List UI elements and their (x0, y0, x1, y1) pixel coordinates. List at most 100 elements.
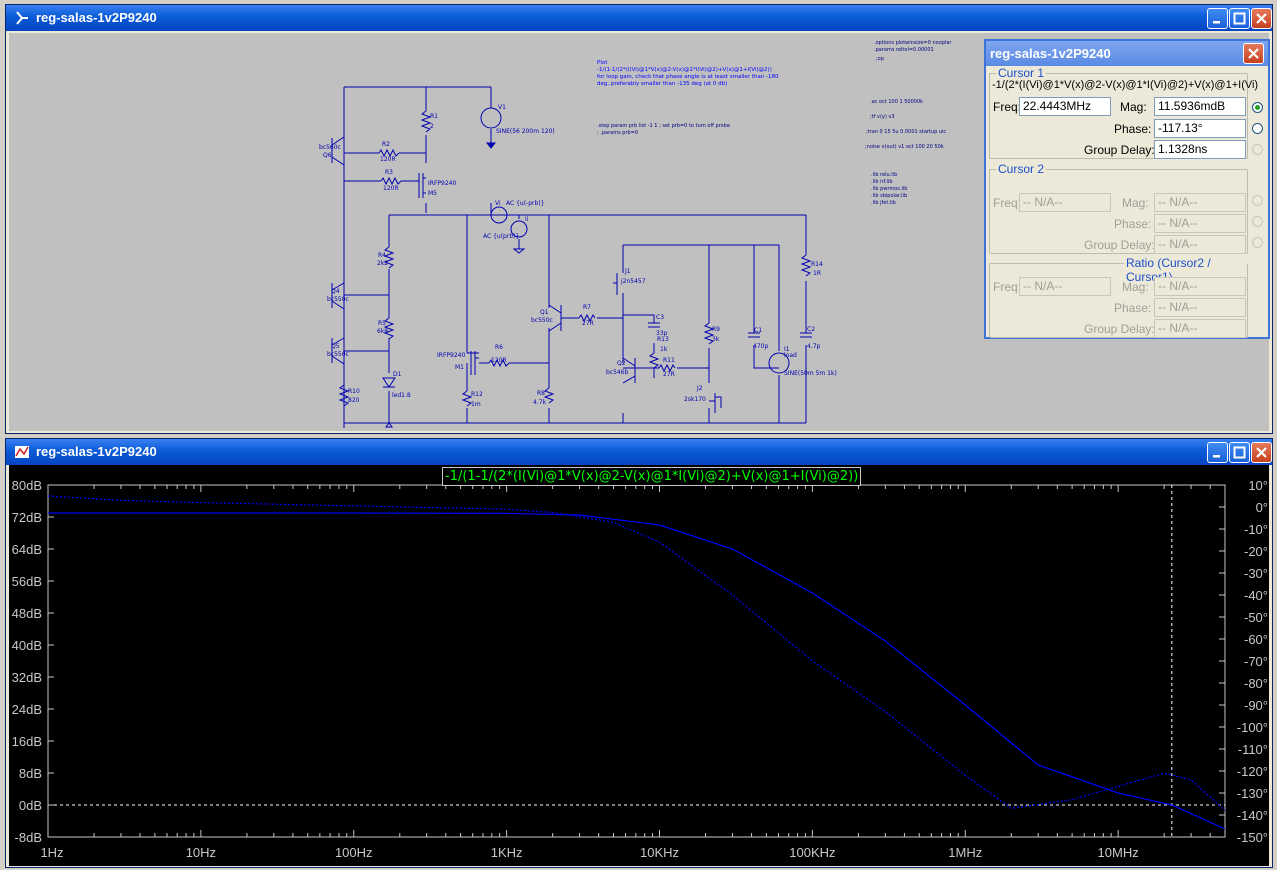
plot-maximize-button[interactable] (1229, 442, 1250, 463)
cursor2-gd-label: Group Delay: (1084, 238, 1155, 252)
R1-name: R1 (430, 113, 438, 120)
sources (480, 107, 790, 374)
plot-titlebar[interactable]: reg-salas-1v2P9240 (6, 439, 1272, 465)
cursor2-mag-field[interactable]: -- N/A-- (1154, 193, 1246, 212)
transistors (331, 136, 722, 413)
Ii-name: Ii (525, 216, 529, 223)
plot-directive: Plot -1/(1-1/(2*(I(Vi)@1*V(x)@2-V(x)@1*I… (597, 60, 779, 87)
C3-value: 33p (656, 330, 668, 337)
schematic-drawing[interactable]: V1 SINE(56 200m 120) R1 2 R2 120R R3 120… (9, 33, 1269, 431)
R8-value: 4.7k (533, 399, 547, 406)
cursor1-mag-radio[interactable] (1252, 102, 1263, 113)
cursor1-gd-field[interactable]: 1.1328ns (1154, 140, 1246, 159)
J2-value: 2sk170 (684, 396, 706, 403)
M1-value: IRFP9240 (437, 352, 465, 359)
directive-plot-heading: Plot (597, 60, 608, 66)
ratio-mag-field[interactable]: -- N/A-- (1154, 277, 1246, 296)
ratio-group: Ratio (Cursor2 / Cursor1) Freq: -- N/A--… (989, 256, 1248, 338)
directive-opt2: .params reltol=0.00001 (874, 47, 934, 53)
Q5-name: Q5 (331, 343, 340, 350)
R12-value: 1m (471, 401, 481, 408)
R3-name: R3 (385, 169, 393, 176)
cursor1-phase-radio[interactable] (1252, 123, 1263, 134)
cursor2-gd-radio[interactable] (1252, 237, 1263, 248)
maximize-icon (1233, 446, 1246, 459)
D1-name: D1 (393, 371, 402, 378)
cursor2-phase-radio[interactable] (1252, 216, 1263, 227)
C2-value: 4.7p (807, 343, 821, 350)
directive-tf: ;tf v(y) v3 (870, 114, 895, 120)
R14-value: 1R (813, 270, 821, 277)
cursor2-freq-field[interactable]: -- N/A-- (1019, 193, 1111, 212)
cursor2-phase-label: Phase: (1114, 217, 1152, 231)
R14-name: R14 (811, 261, 823, 268)
directive-step2: ; .params prb=0 (597, 130, 638, 136)
R4-name: R4 (378, 252, 386, 259)
D1-value: led1.8 (392, 392, 411, 399)
close-button[interactable] (1251, 8, 1272, 29)
cursor1-gd-radio[interactable] (1252, 144, 1263, 155)
V1-value: SINE(56 200m 120) (496, 128, 555, 135)
M1-name: M1 (455, 364, 464, 371)
cursor2-freq-label: Freq: (993, 196, 1022, 210)
I1-name: I1 (784, 346, 790, 353)
cursor2-phase-field[interactable]: -- N/A-- (1154, 214, 1246, 233)
directive-ac: .ac oct 100 1 50000k (870, 99, 923, 105)
ratio-freq-label: Freq: (993, 280, 1022, 294)
M5-name: M5 (428, 190, 437, 197)
cursor1-freq-field[interactable]: 22.4443MHz (1019, 97, 1111, 116)
directive-lib3: .lib pwrmos.lib (871, 186, 907, 192)
ratio-freq-field[interactable]: -- N/A-- (1019, 277, 1111, 296)
Q6-name: Q6 (323, 152, 332, 159)
directive-tran: ;tran 0 15 5u 0.0001 startup uic (866, 129, 946, 135)
resistors (338, 110, 812, 407)
cursor-dialog-close-button[interactable] (1243, 43, 1264, 64)
cursor1-gd-label: Group Delay: (1084, 143, 1155, 157)
Vi-name: Vi (495, 200, 501, 207)
cursor1-phase-field[interactable]: -117.13° (1154, 119, 1246, 138)
R8-name: R8 (537, 390, 545, 397)
schematic-titlebar[interactable]: reg-salas-1v2P9240 (6, 5, 1272, 31)
R11-value: 27R (663, 371, 675, 378)
directive-plot-note1: for loop gain, check that phase angle is… (597, 74, 779, 80)
schematic-wires (343, 86, 807, 428)
R9-value: 3k (712, 336, 720, 343)
R2-name: R2 (382, 141, 390, 148)
ratio-gd-label: Group Delay: (1084, 322, 1155, 336)
ratio-mag-label: Mag: (1122, 280, 1149, 294)
cursor2-mag-radio[interactable] (1252, 195, 1263, 206)
directive-lib1: .lib relu.lib (871, 172, 897, 178)
R9-name: R9 (712, 326, 720, 333)
minimize-button[interactable] (1207, 8, 1228, 29)
Q4-value: bc550c (327, 296, 349, 303)
cursor1-freq-label: Freq: (993, 100, 1022, 114)
directive-lib2: .lib irf.lib (871, 179, 893, 185)
spice-directives: .step param prb list -1 1 ; set prb=0 to… (597, 40, 952, 206)
ratio-phase-field[interactable]: -- N/A-- (1154, 298, 1246, 317)
cursor-dialog-titlebar[interactable]: reg-salas-1v2P9240 (986, 41, 1268, 66)
plot-minimize-button[interactable] (1207, 442, 1228, 463)
V1-name: V1 (498, 104, 506, 111)
close-icon (1248, 48, 1259, 59)
ground-symbols (385, 142, 526, 428)
R5-value: 6k8 (377, 328, 388, 335)
cursor1-group: Cursor 1 -1/(2*(I(Vi)@1*V(x)@2-V(x)@1*I(… (989, 66, 1258, 159)
ratio-gd-field[interactable]: -- N/A-- (1154, 319, 1246, 338)
schematic-window-title: reg-salas-1v2P9240 (36, 10, 157, 25)
cursor2-gd-field[interactable]: -- N/A-- (1154, 235, 1246, 254)
led-diode (382, 377, 396, 388)
maximize-button[interactable] (1229, 8, 1250, 29)
schematic-app-icon (16, 11, 28, 25)
R6-name: R6 (495, 344, 503, 351)
C1-name: C1 (754, 327, 762, 334)
Q6-value: bc560c (319, 144, 341, 151)
R12-name: R12 (471, 391, 483, 398)
C3-name: C3 (656, 314, 664, 321)
Q1-value: bc550c (531, 317, 553, 324)
R3-value: 120R (383, 185, 399, 192)
plot-close-button[interactable] (1251, 442, 1272, 463)
plot-canvas[interactable] (9, 465, 1269, 866)
trace-label[interactable]: -1/(1-1/(2*(I(Vi)@1*V(x)@2-V(x)@1*I(Vi)@… (442, 467, 862, 486)
C1-value: 470p (753, 343, 768, 350)
cursor1-mag-field[interactable]: 11.5936mdB (1154, 97, 1246, 116)
